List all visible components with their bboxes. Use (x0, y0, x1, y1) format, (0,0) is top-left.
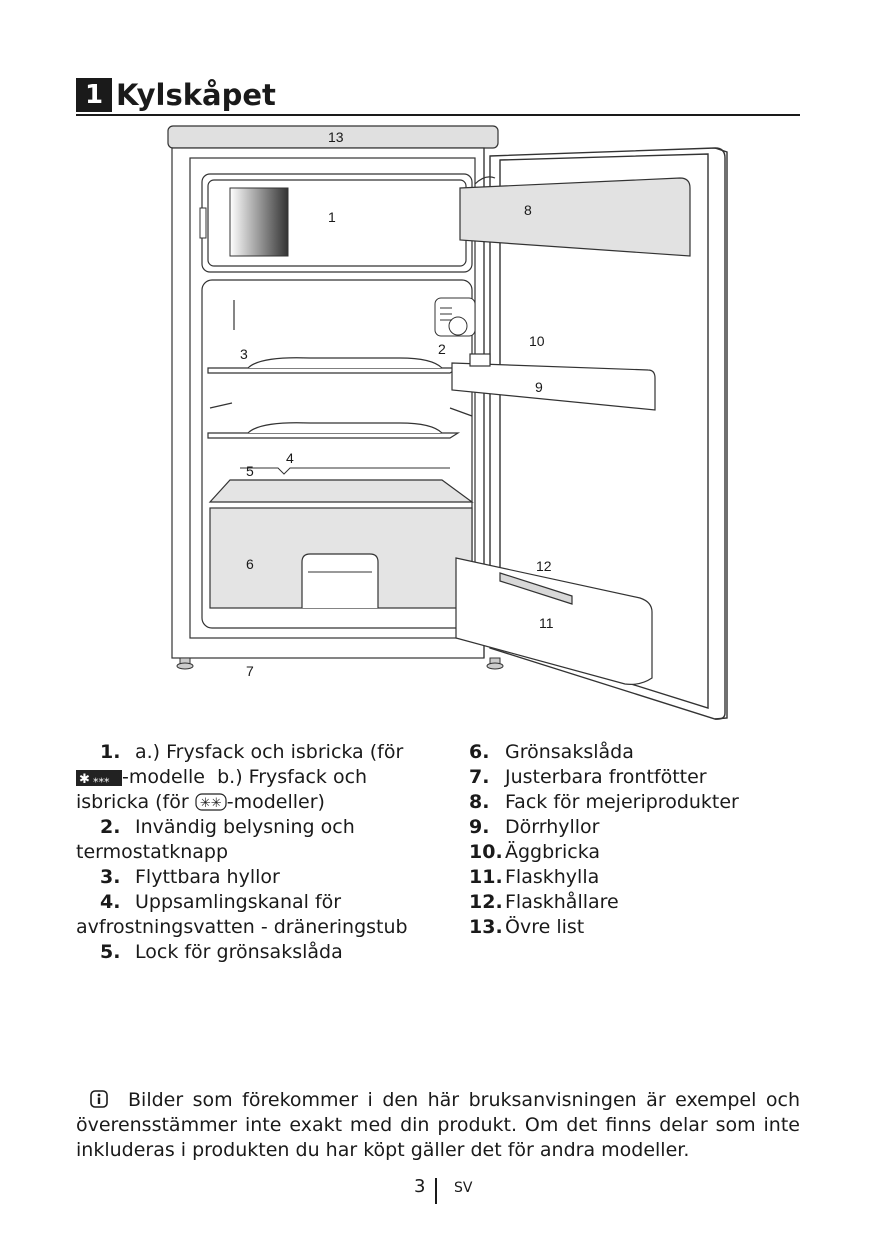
label-13: 13 (328, 129, 344, 145)
list-item: 7.Justerbara frontfötter (469, 765, 799, 790)
list-item: 2.Invändig belysning och termostatknapp (76, 815, 416, 865)
label-3: 3 (240, 346, 248, 362)
chapter-title: Kylskåpet (116, 78, 276, 112)
chapter-header: 1 Kylskåpet (76, 78, 800, 116)
front-feet (177, 658, 503, 669)
svg-text:✳✳: ✳✳ (200, 796, 222, 811)
label-5: 5 (246, 463, 254, 479)
list-item: 9.Dörrhyllor (469, 815, 799, 840)
footer-divider (435, 1178, 437, 1204)
list-item: 1.a.) Frysfack och isbricka (för ✱ ⁎⁎⁎ -… (76, 740, 416, 815)
list-item: 12.Flaskhållare (469, 890, 799, 915)
note-text: Bilder som förekommer i den här bruksanv… (76, 1089, 800, 1161)
info-icon (90, 1090, 108, 1108)
crisper-handle (302, 554, 378, 608)
label-2: 2 (438, 341, 446, 357)
list-item: 13.Övre list (469, 915, 799, 940)
freezer-star-icon: ✱ ⁎⁎⁎ (76, 770, 122, 786)
label-11: 11 (539, 615, 554, 631)
list-item: 5.Lock för grönsakslåda (76, 940, 416, 965)
label-12: 12 (536, 558, 552, 574)
thermostat (435, 298, 475, 336)
parts-list-left: 1.a.) Frysfack och isbricka (för ✱ ⁎⁎⁎ -… (76, 740, 416, 965)
parts-list-right: 6.Grönsakslåda 7.Justerbara frontfötter … (469, 740, 799, 940)
freezer-panel (230, 188, 288, 256)
label-7: 7 (246, 663, 254, 679)
list-item: 6.Grönsakslåda (469, 740, 799, 765)
list-item: 11.Flaskhylla (469, 865, 799, 890)
svg-text:⁎⁎⁎: ⁎⁎⁎ (93, 772, 110, 785)
list-item: 8.Fack för mejeriprodukter (469, 790, 799, 815)
info-note: Bilder som förekommer i den här bruksanv… (76, 1088, 800, 1163)
label-4: 4 (286, 450, 294, 466)
list-item: 10.Äggbricka (469, 840, 799, 865)
label-9: 9 (535, 379, 543, 395)
label-10: 10 (529, 333, 545, 349)
chapter-number: 1 (76, 78, 112, 112)
label-1: 1 (328, 209, 336, 225)
crisper-cover (210, 480, 472, 502)
svg-text:✱: ✱ (79, 772, 90, 786)
freezer-hinge (200, 208, 206, 238)
page-footer: 3 SV (0, 1176, 875, 1204)
page-number: 3 (414, 1176, 425, 1198)
list-item: 3.Flyttbara hyllor (76, 865, 416, 890)
label-6: 6 (246, 556, 254, 572)
two-star-icon: ✳✳ (195, 793, 227, 811)
label-8: 8 (524, 202, 532, 218)
list-item: 4.Uppsamlingskanal för avfrostningsvatte… (76, 890, 416, 940)
fridge-diagram: 13 1 8 10 2 3 9 4 5 6 12 11 7 (160, 118, 740, 728)
language-code: SV (454, 1179, 472, 1197)
